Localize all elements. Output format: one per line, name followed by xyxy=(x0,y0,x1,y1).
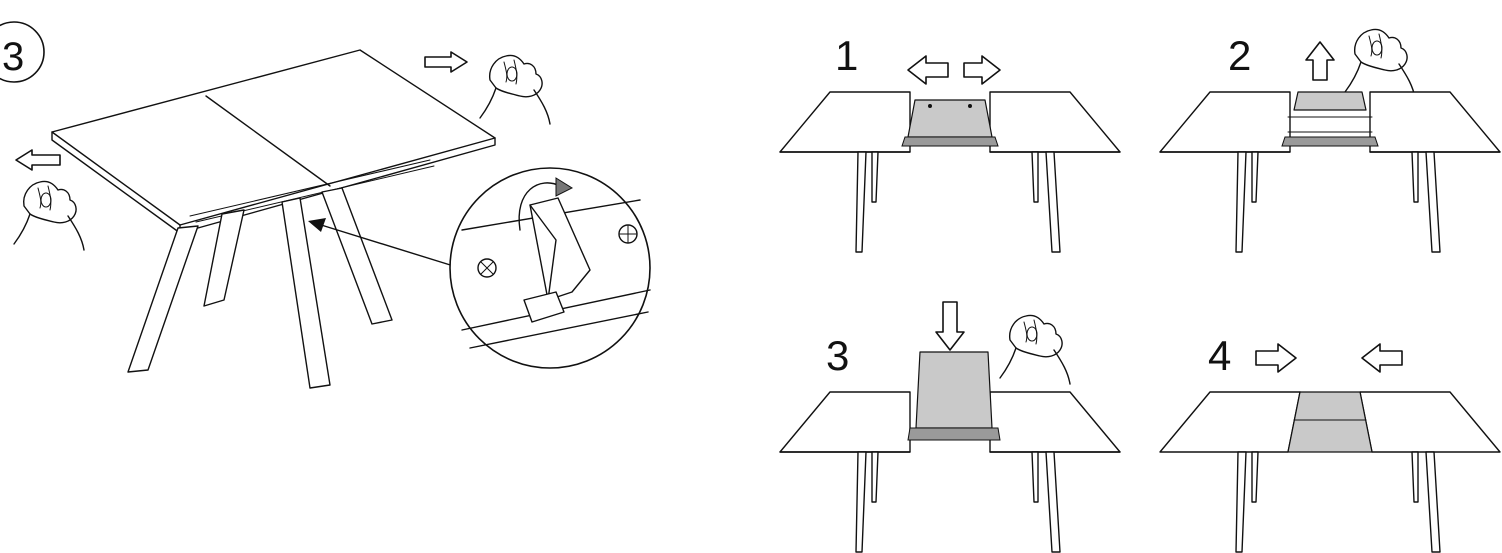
hand-icon xyxy=(13,180,85,251)
sub-step-2: 2 xyxy=(1159,28,1501,253)
sub-step-1: 1 xyxy=(779,32,1121,253)
arrow-up-icon xyxy=(1305,41,1335,81)
sub-step-3-number: 3 xyxy=(826,332,849,379)
pointer-arrowhead xyxy=(308,218,326,232)
arrow-left-icon xyxy=(15,149,61,171)
hand-icon xyxy=(1344,28,1416,99)
main-step-panel: 3 xyxy=(0,21,651,389)
arrow-right-icon xyxy=(1255,343,1297,373)
arrow-right-icon xyxy=(424,51,468,73)
main-step-number: 3 xyxy=(2,35,24,79)
arrow-right-icon xyxy=(963,55,1001,85)
sub-step-1-number: 1 xyxy=(835,32,858,79)
sub-step-4: 4 xyxy=(1159,332,1501,553)
sub-step-2-number: 2 xyxy=(1228,32,1251,79)
arrow-left-icon xyxy=(1361,343,1403,373)
latch-detail-icon xyxy=(449,167,651,369)
arrow-down-icon xyxy=(935,301,965,351)
hand-icon xyxy=(999,314,1071,385)
arrow-left-icon xyxy=(907,55,949,85)
hand-icon xyxy=(479,54,551,125)
extending-table-illustration xyxy=(51,49,496,389)
sub-step-4-number: 4 xyxy=(1208,332,1231,379)
sub-step-3: 3 xyxy=(779,301,1121,553)
main-step-badge xyxy=(0,21,45,83)
